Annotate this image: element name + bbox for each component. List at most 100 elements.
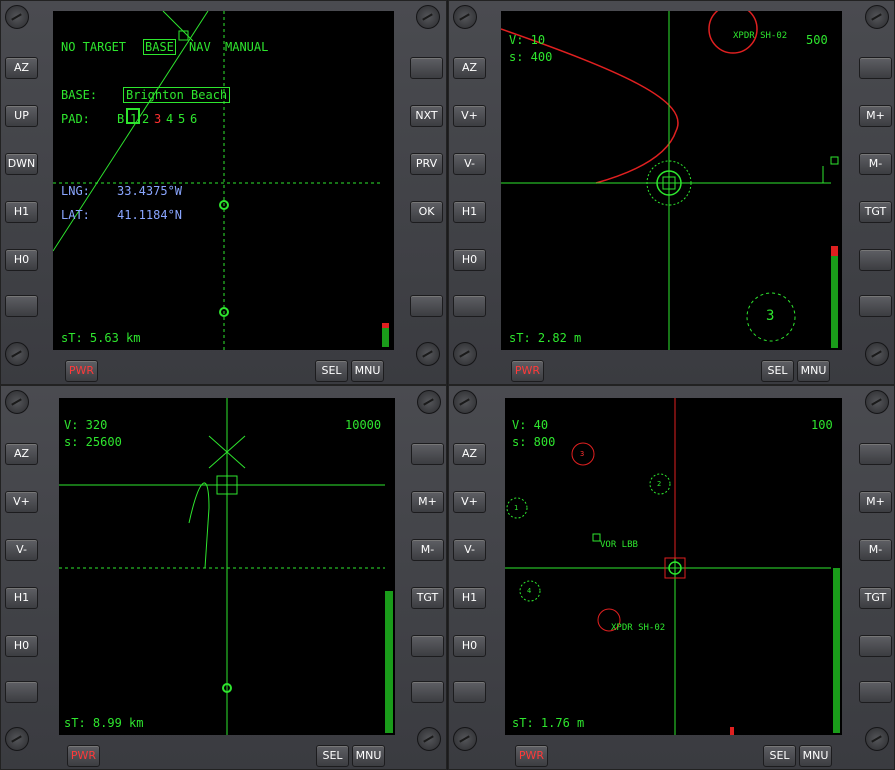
- left-button-5[interactable]: H0: [5, 635, 38, 657]
- knob-top-left[interactable]: [453, 390, 477, 414]
- left-button-5[interactable]: H0: [453, 635, 486, 657]
- knob-top-right[interactable]: [416, 5, 440, 29]
- pwr-button[interactable]: PWR: [511, 360, 544, 382]
- pwr-button[interactable]: PWR: [65, 360, 98, 382]
- left-button-6[interactable]: [5, 295, 38, 317]
- pwr-button[interactable]: PWR: [67, 745, 100, 767]
- header-no-target[interactable]: NO TARGET: [61, 40, 127, 54]
- right-button-1[interactable]: [859, 443, 892, 465]
- velocity-readout: V: 40: [512, 418, 549, 432]
- sel-button[interactable]: SEL: [315, 360, 348, 382]
- right-button-2[interactable]: M+: [859, 105, 892, 127]
- right-button-1[interactable]: [859, 57, 892, 79]
- right-button-4[interactable]: TGT: [859, 587, 892, 609]
- velocity-readout: V: 320: [64, 418, 108, 432]
- left-button-6[interactable]: [453, 681, 486, 703]
- mnu-button[interactable]: MNU: [797, 360, 830, 382]
- left-button-2[interactable]: V+: [5, 491, 38, 513]
- status-st: sT: 1.76 m: [512, 716, 585, 730]
- knob-bottom-right[interactable]: [865, 727, 889, 751]
- header-nav[interactable]: NAV: [189, 40, 211, 54]
- right-button-5[interactable]: [859, 635, 892, 657]
- right-button-3[interactable]: M-: [859, 539, 892, 561]
- right-button-6[interactable]: [410, 295, 443, 317]
- right-button-3[interactable]: NXT: [410, 105, 443, 127]
- mfd-screen: V: 320 s: 25600 10000 sT: 8.99 km: [59, 398, 395, 735]
- mnu-button[interactable]: MNU: [799, 745, 832, 767]
- pad-5[interactable]: 5: [178, 112, 186, 126]
- right-button-4[interactable]: TGT: [411, 587, 444, 609]
- left-button-6[interactable]: [453, 295, 486, 317]
- knob-bottom-left[interactable]: [453, 342, 477, 366]
- mfd-screen: V: 10 s: 400 500 XPDR SH-02 3 sT: 2.82 m: [501, 11, 842, 350]
- left-button-2[interactable]: V+: [453, 491, 486, 513]
- pwr-button[interactable]: PWR: [515, 745, 548, 767]
- xpdr-label: XPDR SH-02: [733, 31, 788, 41]
- left-button-3[interactable]: V-: [453, 153, 486, 175]
- header-base[interactable]: BASE: [143, 39, 176, 55]
- left-button-3[interactable]: V-: [5, 539, 38, 561]
- right-button-2[interactable]: M+: [411, 491, 444, 513]
- knob-bottom-left[interactable]: [453, 727, 477, 751]
- knob-top-right[interactable]: [865, 390, 889, 414]
- header-manual[interactable]: MANUAL: [225, 40, 269, 54]
- knob-top-right[interactable]: [865, 5, 889, 29]
- knob-bottom-right[interactable]: [417, 727, 441, 751]
- sel-button[interactable]: SEL: [761, 360, 794, 382]
- knob-bottom-right[interactable]: [416, 342, 440, 366]
- pad-b[interactable]: B: [117, 112, 125, 126]
- mfd-top-left: AZ UP DWN H1 H0 NXT PRV OK PWR SEL MNU N…: [0, 0, 447, 385]
- left-button-1[interactable]: AZ: [453, 443, 486, 465]
- left-button-4[interactable]: H1: [5, 201, 38, 223]
- left-button-2[interactable]: UP: [5, 105, 38, 127]
- knob-top-left[interactable]: [453, 5, 477, 29]
- knob-bottom-right[interactable]: [865, 342, 889, 366]
- left-button-5[interactable]: H0: [5, 249, 38, 271]
- right-button-6[interactable]: [859, 681, 892, 703]
- xpdr-label: XPDR SH-02: [611, 623, 666, 633]
- right-button-1[interactable]: [411, 443, 444, 465]
- hover-display: [501, 11, 839, 350]
- left-button-4[interactable]: H1: [453, 587, 486, 609]
- right-button-1[interactable]: [410, 57, 443, 79]
- right-button-5[interactable]: [411, 635, 444, 657]
- mfd-bottom-left: AZ V+ V- H1 H0 M+ M- TGT PWR SEL MNU V: …: [0, 385, 447, 770]
- mnu-button[interactable]: MNU: [351, 360, 384, 382]
- right-button-4[interactable]: TGT: [859, 201, 892, 223]
- left-button-4[interactable]: H1: [453, 201, 486, 223]
- left-button-5[interactable]: H0: [453, 249, 486, 271]
- right-button-6[interactable]: [411, 681, 444, 703]
- knob-top-left[interactable]: [5, 390, 29, 414]
- right-button-3[interactable]: M-: [411, 539, 444, 561]
- left-button-1[interactable]: AZ: [5, 57, 38, 79]
- left-button-3[interactable]: V-: [453, 539, 486, 561]
- right-button-2[interactable]: M+: [859, 491, 892, 513]
- left-button-3[interactable]: DWN: [5, 153, 38, 175]
- knob-bottom-left[interactable]: [5, 727, 29, 751]
- marker-3: 3: [580, 450, 585, 458]
- sel-button[interactable]: SEL: [316, 745, 349, 767]
- knob-top-right[interactable]: [417, 390, 441, 414]
- knob-top-left[interactable]: [5, 5, 29, 29]
- lat-value: 41.1184°N: [117, 208, 183, 222]
- sel-button[interactable]: SEL: [763, 745, 796, 767]
- left-button-6[interactable]: [5, 681, 38, 703]
- pad-2[interactable]: 2: [142, 112, 150, 126]
- pad-4[interactable]: 4: [166, 112, 174, 126]
- right-button-4[interactable]: PRV: [410, 153, 443, 175]
- right-button-5[interactable]: [859, 249, 892, 271]
- pad-1[interactable]: 1: [130, 112, 138, 126]
- left-button-2[interactable]: V+: [453, 105, 486, 127]
- left-button-1[interactable]: AZ: [453, 57, 486, 79]
- mnu-button[interactable]: MNU: [352, 745, 385, 767]
- right-button-3[interactable]: M-: [859, 153, 892, 175]
- left-button-1[interactable]: AZ: [5, 443, 38, 465]
- marker-1: 1: [514, 504, 519, 512]
- pad-3[interactable]: 3: [154, 112, 162, 126]
- left-button-4[interactable]: H1: [5, 587, 38, 609]
- right-button-5[interactable]: OK: [410, 201, 443, 223]
- right-button-6[interactable]: [859, 295, 892, 317]
- knob-bottom-left[interactable]: [5, 342, 29, 366]
- pad-6[interactable]: 6: [190, 112, 198, 126]
- lng-label: LNG:: [61, 184, 90, 198]
